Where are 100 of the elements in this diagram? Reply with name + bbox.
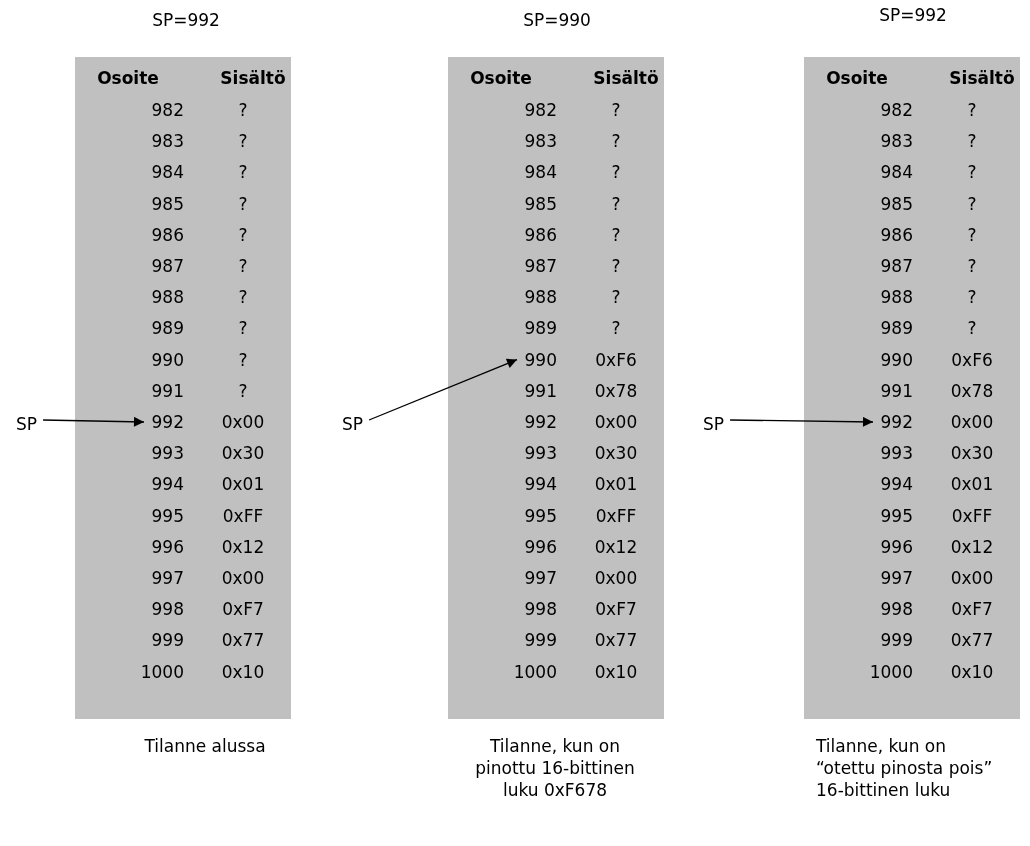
address-text: 983 [150,131,184,152]
address-text: 990 [507,349,557,370]
address-text: 986 [150,224,184,245]
content-text: ? [237,100,249,120]
address-text: 991 [523,380,557,401]
address-text: 994 [150,474,184,495]
content-text: 0x01 [220,474,266,495]
content-text: 0x00 [220,568,266,588]
content-text: 0x00 [593,412,639,432]
content-text: ? [237,287,249,308]
content-text: 0x01 [949,474,995,495]
address-text: 984 [150,162,184,183]
address-text: 989 [879,318,913,339]
address-text: 985 [150,193,184,214]
content-text: 0x01 [593,474,639,495]
content-text: ? [237,193,249,214]
content-text: ? [237,256,249,276]
address-text: 994 [523,474,557,495]
address-text: 995 [879,505,913,526]
content-text: 0xF7 [594,599,638,620]
arrow [729,416,874,427]
content-text: 0xF7 [221,599,265,620]
content-text: 0xFF [221,505,265,526]
content-text: ? [966,162,978,183]
address-text: 992 [523,412,557,432]
address-text: 982 [150,100,184,120]
stack-pointer-value: SP=992 [151,10,221,30]
content-text: 0x78 [593,380,639,401]
address-text: 989 [523,318,557,339]
address-text: 985 [523,193,557,214]
address-text: 986 [879,224,913,245]
content-text: ? [966,193,978,214]
address-text: 993 [150,443,184,464]
address-text: 998 [150,599,184,620]
content-text: 0x00 [949,412,995,432]
state-description: Tilanne, kun on pinottu 16-bittinen luku 0xF678 [474,735,636,801]
content-text: 0x77 [220,630,266,651]
address-text: 990 [150,349,184,370]
state-description: Tilanne alussa [143,735,267,757]
column-header: Osoite [825,68,889,88]
address-text: 992 [134,412,184,432]
address-text: 987 [523,256,557,276]
column-header: Sisältö [592,68,660,88]
content-text: ? [966,100,978,120]
content-text: ? [610,100,622,120]
address-text: 1000 [512,661,557,682]
stack-pointer-value: SP=992 [878,5,948,25]
content-text: ? [610,287,622,308]
content-text: ? [966,131,978,152]
address-text: 992 [863,412,913,432]
content-text: 0xFF [594,505,638,526]
address-text: 984 [523,162,557,183]
address-text: 999 [150,630,184,651]
pointer-label: SP [703,414,725,434]
content-text: ? [966,318,978,339]
content-text: 0x77 [593,630,639,651]
address-text: 996 [523,536,557,557]
address-text: 988 [150,287,184,308]
content-text: 0x12 [593,536,639,557]
address-text: 982 [879,100,913,120]
address-text: 998 [879,599,913,620]
content-text: ? [966,256,978,276]
address-text: 999 [879,630,913,651]
content-text: 0x77 [949,630,995,651]
address-text: 983 [523,131,557,152]
state-description: Tilanne, kun on “otettu pinosta pois” 16-bittinen luku [816,735,994,801]
address-text: 989 [150,318,184,339]
content-text: 0x12 [949,536,995,557]
content-text: ? [610,193,622,214]
address-text: 982 [523,100,557,120]
address-text: 1000 [139,661,184,682]
address-text: 991 [150,380,184,401]
content-text: ? [237,224,249,245]
address-text: 987 [150,256,184,276]
address-text: 1000 [868,661,913,682]
address-text: 995 [150,505,184,526]
content-text: ? [610,256,622,276]
address-text: 999 [523,630,557,651]
address-text: 993 [523,443,557,464]
address-text: 996 [879,536,913,557]
address-text: 986 [523,224,557,245]
content-text: ? [237,162,249,183]
stack-pointer-value: SP=990 [522,10,592,30]
content-text: ? [237,318,249,339]
memory-stack-panel [448,57,664,719]
memory-stack-panel [804,57,1020,719]
address-text: 991 [879,380,913,401]
column-header: Sisältö [219,68,287,88]
content-text: ? [237,349,249,370]
content-text: 0x00 [593,568,639,588]
content-text: ? [966,224,978,245]
content-text: ? [237,380,249,401]
address-text: 990 [879,349,913,370]
address-text: 996 [150,536,184,557]
content-text: ? [610,318,622,339]
content-text: 0x30 [593,443,639,464]
address-text: 988 [523,287,557,308]
column-header: Osoite [469,68,533,88]
address-text: 995 [523,505,557,526]
content-text: 0x30 [949,443,995,464]
